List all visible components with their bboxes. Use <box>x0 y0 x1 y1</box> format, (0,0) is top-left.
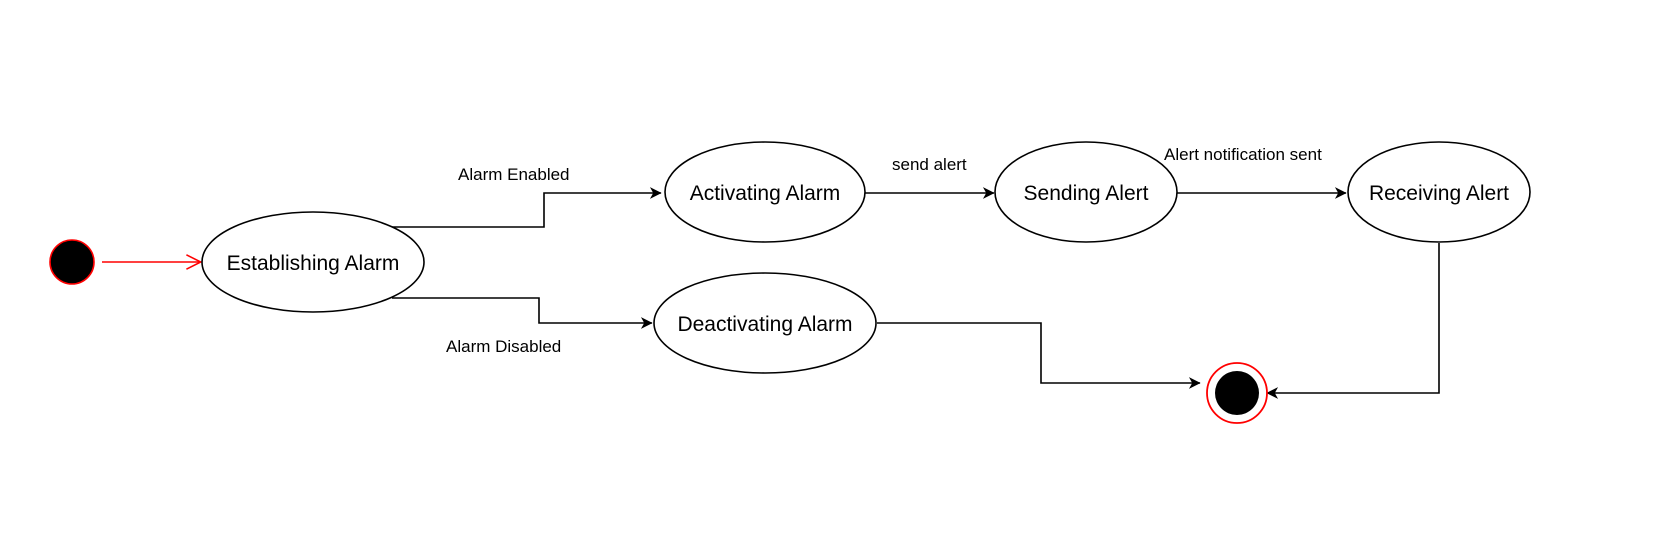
label-send-alert: send alert <box>892 155 967 174</box>
state-sending-alert-shape <box>994 141 1178 243</box>
state-deactivating-alarm-label: Deactivating Alarm <box>677 313 852 336</box>
label-alarm-enabled: Alarm Enabled <box>458 165 570 184</box>
state-establishing-alarm-label: Establishing Alarm <box>227 252 400 275</box>
state-establishing-alarm[interactable]: Establishing Alarm <box>201 211 425 313</box>
state-activating-alarm-shape <box>664 141 866 243</box>
state-sending-alert-label: Sending Alert <box>1024 182 1149 205</box>
state-sending-alert[interactable]: Sending Alert <box>994 141 1178 243</box>
state-activating-alarm-label: Activating Alarm <box>690 182 841 205</box>
label-alarm-disabled: Alarm Disabled <box>446 337 561 356</box>
state-establishing-alarm-shape <box>201 211 425 313</box>
label-alert-notification-sent: Alert notification sent <box>1164 145 1322 164</box>
state-deactivating-alarm-shape <box>653 272 877 374</box>
state-receiving-alert-label: Receiving Alert <box>1369 182 1509 205</box>
state-activating-alarm[interactable]: Activating Alarm <box>664 141 866 243</box>
final-state-inner-dot <box>1215 371 1259 415</box>
state-receiving-alert-shape <box>1347 141 1531 243</box>
transition-deactivating-to-final[interactable] <box>877 322 1201 389</box>
initial-state-circle <box>49 239 95 285</box>
final-state-node[interactable] <box>1206 362 1268 424</box>
transition-alarm-enabled[interactable] <box>392 187 662 228</box>
state-receiving-alert[interactable]: Receiving Alert <box>1347 141 1531 243</box>
state-deactivating-alarm[interactable]: Deactivating Alarm <box>653 272 877 374</box>
transition-receiving-to-final[interactable] <box>1266 243 1440 399</box>
transition-alarm-disabled[interactable] <box>392 297 653 329</box>
initial-state-node[interactable] <box>49 239 95 285</box>
